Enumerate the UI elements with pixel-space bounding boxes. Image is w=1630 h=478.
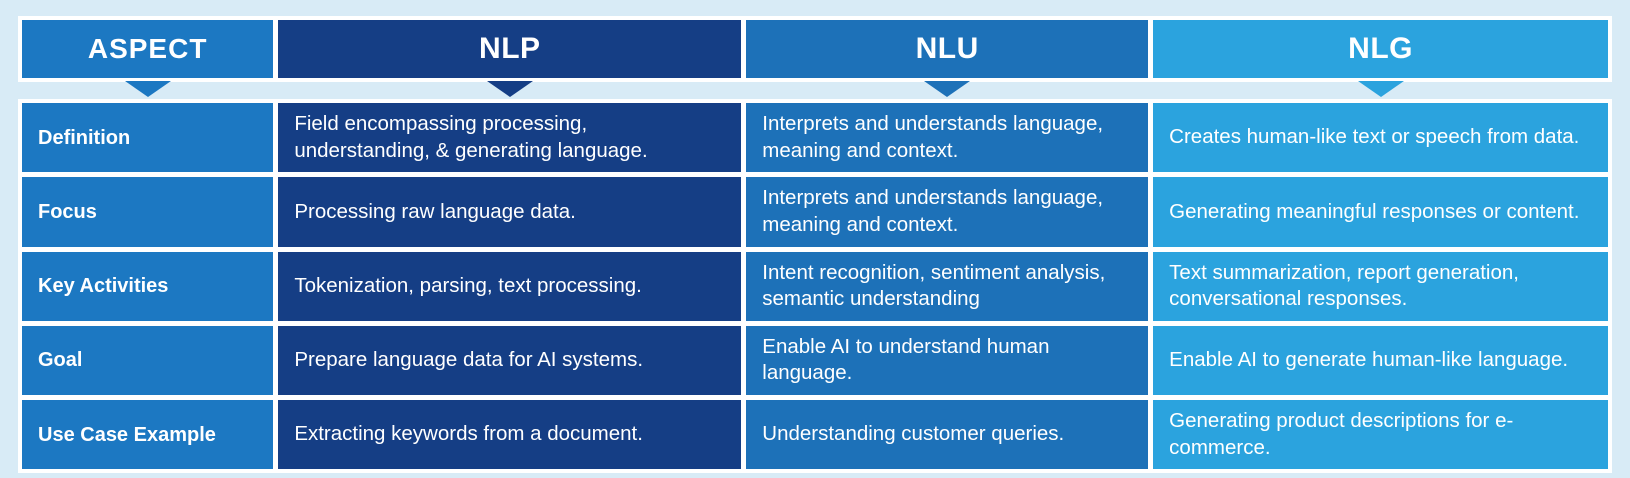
- header-nlp-label: NLP: [479, 32, 541, 65]
- header-nlg: NLG: [1153, 20, 1608, 97]
- header-nlu: NLU: [746, 20, 1149, 97]
- table-body: Definition Field encompassing processing…: [18, 99, 1612, 474]
- row-label: Definition: [22, 103, 274, 173]
- table-cell: Enable AI to understand human language.: [746, 325, 1149, 396]
- pointer-down-icon: [1357, 81, 1404, 97]
- table-cell: Processing raw language data.: [278, 177, 742, 247]
- row-label: Goal: [22, 325, 274, 396]
- pointer-down-icon: [124, 81, 171, 97]
- header-nlg-label: NLG: [1348, 32, 1413, 65]
- table-cell: Interprets and understands language, mea…: [746, 103, 1149, 173]
- table-header-row: ASPECT NLP NLU NLG: [18, 16, 1612, 97]
- table-cell: Field encompassing processing, understan…: [278, 103, 742, 173]
- table-cell: Enable AI to generate human-like languag…: [1153, 325, 1608, 396]
- header-nlp: NLP: [278, 20, 742, 97]
- table-cell: Intent recognition, sentiment analysis, …: [746, 251, 1149, 321]
- header-nlu-label: NLU: [915, 32, 979, 65]
- table-cell: Generating product descriptions for e-co…: [1153, 400, 1608, 470]
- table-cell: Understanding customer queries.: [746, 400, 1149, 470]
- table-cell: Creates human-like text or speech from d…: [1153, 103, 1608, 173]
- table-cell: Prepare language data for AI systems.: [278, 325, 742, 396]
- table-cell: Interprets and understands language, mea…: [746, 177, 1149, 247]
- row-label: Key Activities: [22, 251, 274, 321]
- header-aspect: ASPECT: [22, 20, 274, 97]
- table-cell: Tokenization, parsing, text processing.: [278, 251, 742, 321]
- row-label: Focus: [22, 177, 274, 247]
- table-cell: Extracting keywords from a document.: [278, 400, 742, 470]
- pointer-down-icon: [924, 81, 971, 97]
- table-cell: Text summarization, report generation, c…: [1153, 251, 1608, 321]
- row-label: Use Case Example: [22, 400, 274, 470]
- table-cell: Generating meaningful responses or conte…: [1153, 177, 1608, 247]
- header-aspect-label: ASPECT: [87, 33, 208, 64]
- pointer-down-icon: [486, 81, 533, 97]
